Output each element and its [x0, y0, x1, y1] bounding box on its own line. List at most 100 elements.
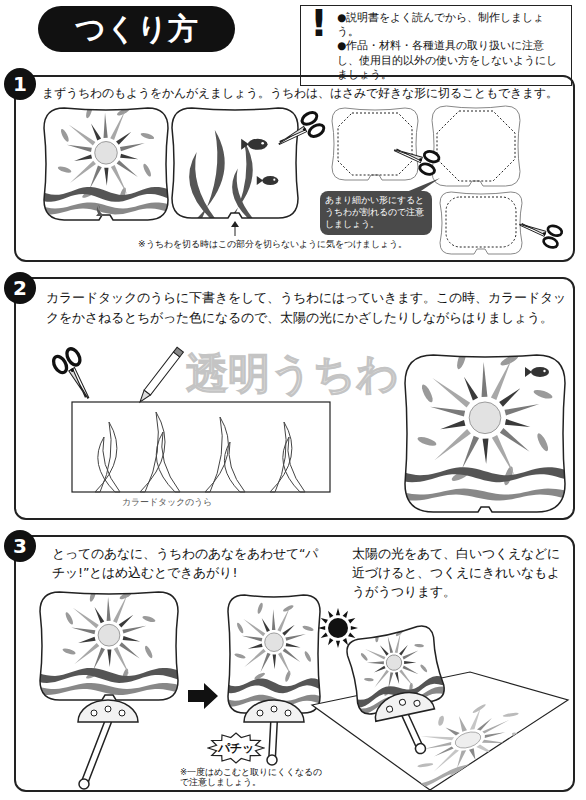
pattern-leaf [417, 435, 438, 447]
watermark: 透明うちわ [186, 348, 418, 401]
handle-stick [84, 722, 108, 784]
pencil-body [144, 352, 180, 395]
pattern-spike [107, 650, 111, 667]
pattern-spike [273, 654, 276, 669]
pattern-spike [423, 740, 452, 753]
step-arrow [188, 683, 218, 709]
pattern-leaf [417, 763, 434, 768]
pattern-spike [262, 618, 270, 632]
scissors-blade [521, 223, 546, 235]
pattern-leaf [499, 353, 520, 368]
pattern-spike [402, 651, 420, 660]
tack-sheet [72, 402, 330, 492]
pattern-spike [248, 644, 263, 649]
pattern-spike [74, 154, 92, 160]
fan-fill [432, 106, 520, 186]
pattern-spike [371, 669, 391, 687]
fan-piece [35, 588, 183, 700]
pattern-leaf [491, 754, 498, 765]
warning-icon: ! [304, 4, 334, 42]
pattern-leaf [234, 652, 246, 659]
pattern-leaf [303, 650, 312, 662]
title-pill: つくり方 [38, 6, 235, 52]
pattern-spike [404, 659, 417, 665]
pattern-wave [39, 202, 171, 214]
fan-outline [440, 192, 522, 254]
callout-bubble: あまり細かい形にするとうちわが割れるので注意しましょう。 [320, 191, 432, 235]
pattern-spike [120, 143, 145, 151]
pattern-spike [445, 724, 460, 738]
handle-hole [105, 706, 111, 712]
handle-hole [271, 706, 277, 712]
sun-ray [351, 626, 358, 630]
uchiwa-fan [332, 108, 418, 180]
pattern-spike [73, 608, 99, 628]
handle-hole [386, 706, 393, 713]
cut-line [338, 113, 412, 175]
scissors-pivot [302, 127, 306, 131]
pattern-leaf [535, 432, 550, 453]
pattern-leaf [364, 678, 374, 682]
uchiwa-fan [35, 588, 183, 700]
pattern-spike [243, 619, 265, 636]
fish-eye [273, 179, 275, 181]
pattern-spike [71, 628, 95, 635]
fan-outline [172, 108, 298, 218]
seaweed [224, 442, 245, 492]
sun-ray [318, 626, 325, 630]
seaweed [229, 141, 253, 218]
pattern-spike [110, 110, 125, 140]
note-arrowhead [231, 221, 239, 227]
handle-loop [79, 779, 89, 789]
instruction-text: カラードタックのうらに下書きをして、うちわにはっていきます。この時、カラードタッ… [46, 288, 566, 328]
pattern-spike [395, 672, 400, 685]
pencil-end [173, 347, 183, 357]
pattern-leaf [502, 712, 519, 717]
scissors-handle [423, 150, 441, 164]
pattern-spike [286, 643, 301, 648]
seaweed [189, 152, 215, 218]
sun-disc [328, 618, 348, 638]
handle-head [371, 687, 434, 721]
sun-ray [343, 611, 348, 618]
pattern-leaf [455, 349, 467, 370]
pattern-leaf [89, 588, 98, 602]
pattern-spike [272, 609, 275, 630]
pattern-spike [434, 429, 470, 460]
handle-hole [91, 710, 97, 716]
note-arrow [235, 226, 236, 236]
handle-hole [399, 699, 406, 706]
pattern-sun [453, 729, 483, 751]
instruction-text: 太陽の光をあて、白いつくえなどに近づけると、つくえにきれいなもようがうつります。 [352, 545, 564, 601]
scissors [273, 110, 326, 154]
seaweed [140, 412, 165, 492]
pattern-spike [285, 634, 305, 641]
sun-ray [348, 633, 355, 638]
seaweed [283, 437, 305, 492]
uchiwa-fan [400, 349, 568, 512]
pattern-spike [116, 132, 131, 145]
pattern-sun [265, 633, 284, 652]
uchiwa-fan [172, 108, 298, 218]
pattern-spike [462, 436, 479, 469]
pattern-leaf [282, 604, 294, 613]
warning-box: ●説明書をよく読んでから、制作しましょう。●作品・材料・各種道具の取り扱いに注意… [300, 5, 572, 86]
handle-stick [84, 722, 108, 784]
sun-ray [321, 618, 328, 623]
note-text: あまり細かい形にするとうちわが割れるので注意しましょう。 [325, 195, 427, 230]
burst-outline [208, 733, 264, 763]
pattern-leaf [119, 590, 133, 600]
fan-pattern [35, 588, 183, 695]
pattern-leaf [57, 165, 72, 174]
fish-eye [261, 142, 264, 145]
pattern-leaf [284, 670, 291, 682]
sun-ray [321, 633, 328, 638]
pattern-spike [432, 378, 470, 408]
pattern-spike [111, 165, 128, 195]
pattern-wave [408, 740, 544, 792]
step-panel: カラードタックのうらに下書きをして、うちわにはっていきます。この時、カラードタッ… [14, 277, 575, 520]
fan-outline [405, 355, 565, 512]
scissors [516, 214, 563, 249]
pattern-spike [67, 145, 92, 152]
